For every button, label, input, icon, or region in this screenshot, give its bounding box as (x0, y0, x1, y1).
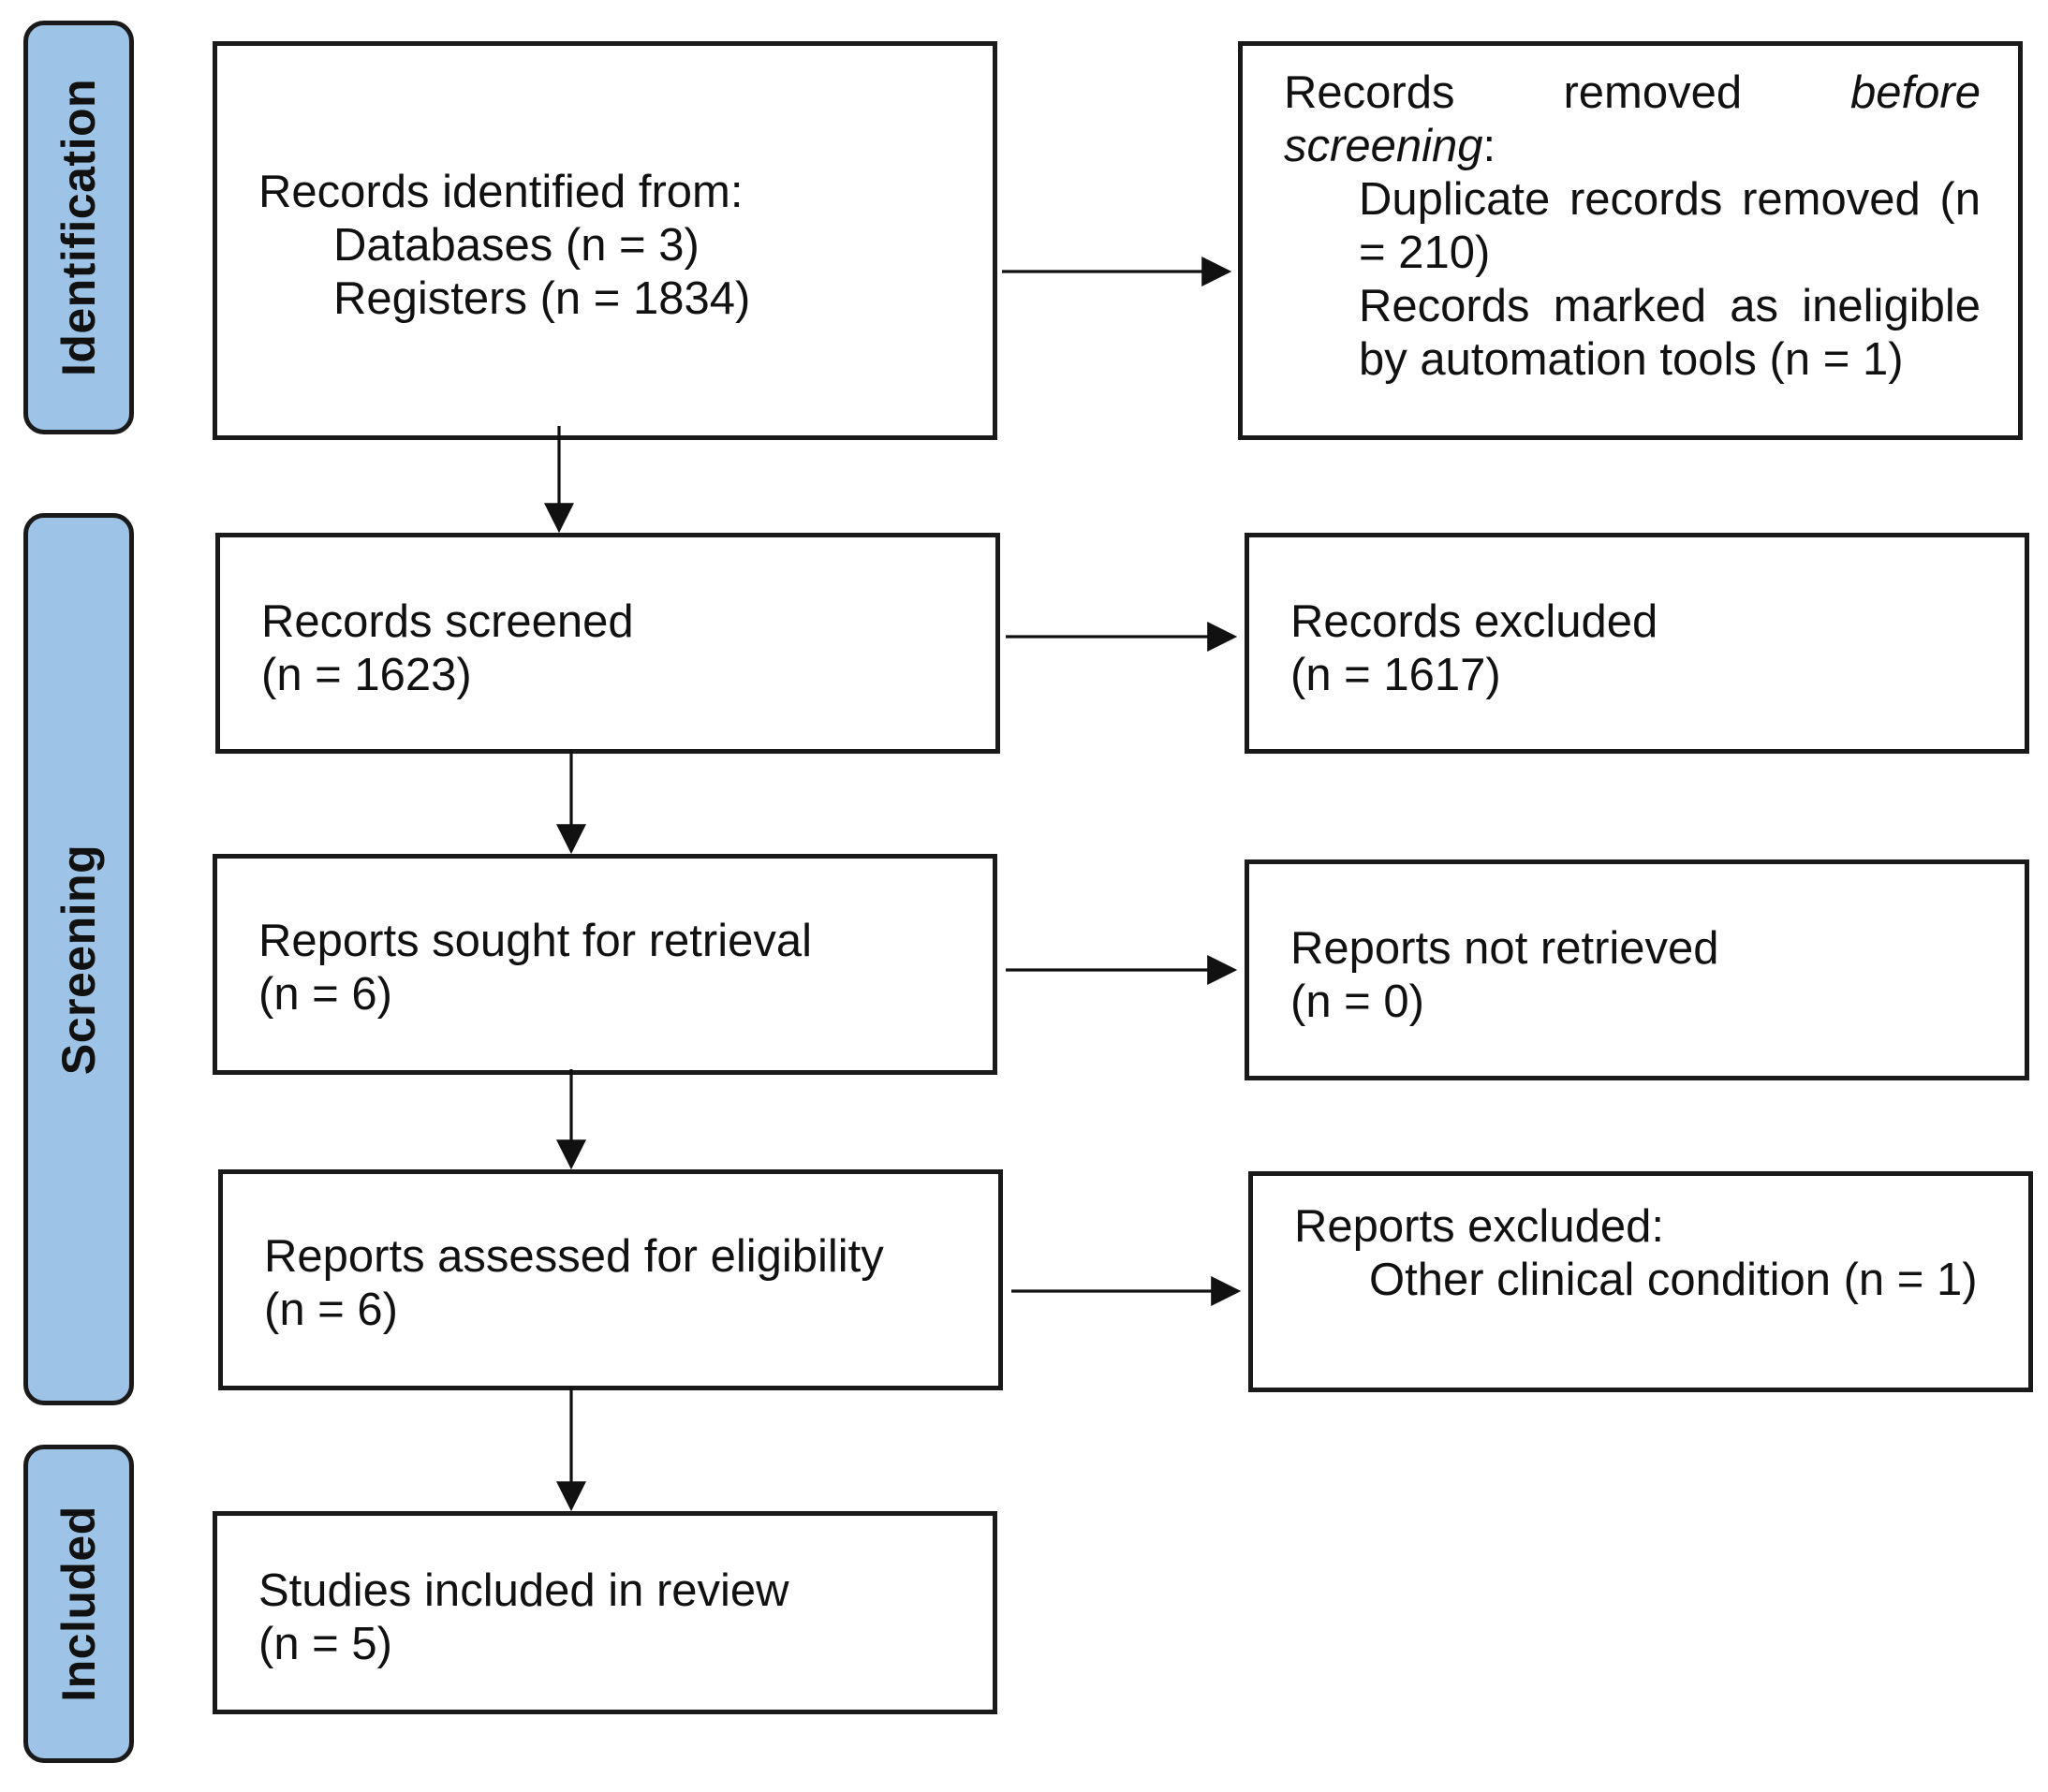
reports-sought-count: (n = 6) (258, 969, 392, 1020)
reports-sought-box: Reports sought for retrieval (n = 6) (213, 854, 997, 1075)
reports-excluded-box: Reports excluded: Other clinical conditi… (1248, 1171, 2033, 1392)
registers-count: Registers (n = 1834) (333, 273, 751, 324)
ineligible-records-line1: Records marked as ineligible (1359, 281, 1981, 331)
duplicate-records-line2: = 210) (1359, 228, 1491, 278)
phase-identification: Identification (23, 21, 134, 434)
reports-assessed-count: (n = 6) (264, 1285, 398, 1335)
studies-included-box: Studies included in review (n = 5) (213, 1511, 997, 1714)
ineligible-records-line2: by automation tools (n = 1) (1359, 334, 1904, 385)
records-identified-box: Records identified from: Databases (n = … (213, 41, 997, 440)
phase-included-label: Included (52, 1506, 105, 1702)
reports-assessed-box: Reports assessed for eligibility (n = 6) (218, 1169, 1003, 1390)
records-screened-box: Records screened (n = 1623) (215, 533, 1000, 754)
duplicate-records-line1: Duplicate records removed (n (1359, 174, 1981, 225)
records-screened-title: Records screened (261, 596, 634, 647)
records-excluded-box: Records excluded (n = 1617) (1245, 533, 2029, 754)
reports-not-retrieved-count: (n = 0) (1290, 977, 1424, 1027)
studies-included-title: Studies included in review (258, 1565, 789, 1616)
records-screened-count: (n = 1623) (261, 650, 472, 700)
phase-identification-label: Identification (52, 78, 105, 377)
studies-included-count: (n = 5) (258, 1619, 392, 1669)
phase-included: Included (23, 1445, 134, 1763)
records-removed-box: Records removed before screening: Duplic… (1238, 41, 2023, 440)
records-excluded-title: Records excluded (1290, 596, 1658, 647)
reports-sought-title: Reports sought for retrieval (258, 916, 812, 966)
phase-screening: Screening (23, 513, 134, 1405)
databases-count: Databases (n = 3) (333, 220, 700, 271)
records-excluded-count: (n = 1617) (1290, 650, 1501, 700)
reports-assessed-title: Reports assessed for eligibility (264, 1231, 884, 1282)
records-removed-heading-cont: screening: (1284, 121, 1496, 171)
records-identified-title: Records identified from: (258, 167, 744, 217)
records-removed-heading: Records removed before (1284, 67, 1981, 118)
phase-screening-label: Screening (52, 844, 105, 1075)
reports-excluded-reason: Other clinical condition (n = 1) (1369, 1255, 1978, 1305)
reports-not-retrieved-box: Reports not retrieved (n = 0) (1245, 859, 2029, 1080)
reports-not-retrieved-title: Reports not retrieved (1290, 923, 1719, 974)
reports-excluded-title: Reports excluded: (1294, 1201, 1664, 1252)
